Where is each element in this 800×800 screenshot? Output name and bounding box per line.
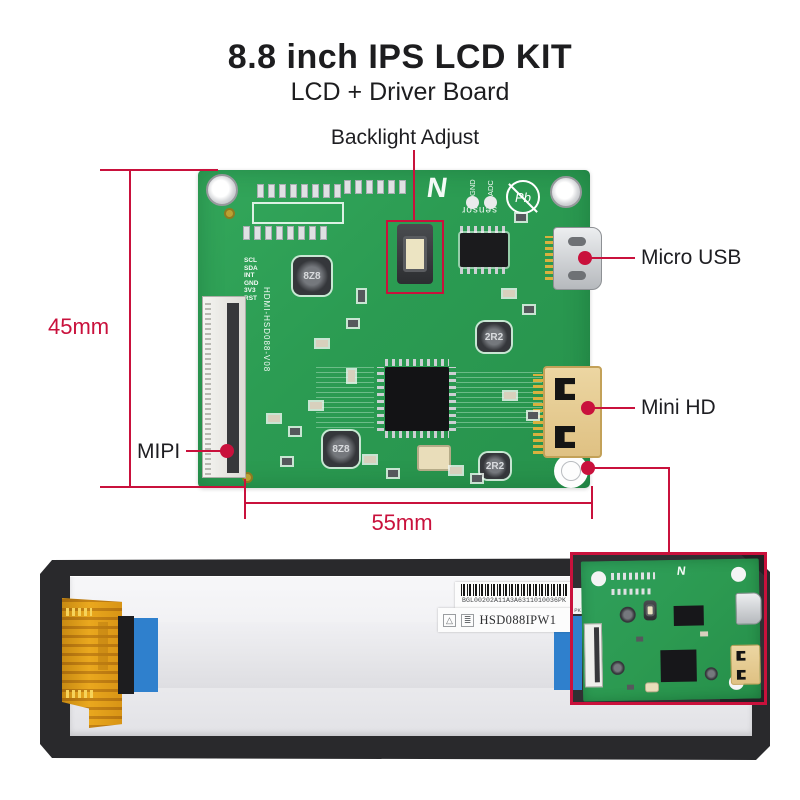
solder-pads bbox=[344, 180, 406, 194]
ribbon-cable-end bbox=[554, 620, 572, 690]
backlight-button bbox=[397, 224, 433, 284]
smd-component bbox=[358, 290, 365, 302]
dimension-line bbox=[100, 169, 218, 171]
smd-component bbox=[504, 392, 516, 399]
model-label: △ ≣ HSD088IPW1 bbox=[438, 608, 572, 632]
dimension-line bbox=[244, 479, 246, 519]
smd-component bbox=[450, 467, 462, 474]
mini-hd-label: Mini HD bbox=[641, 396, 716, 419]
inductor: 2R2 bbox=[480, 453, 510, 479]
inductor: 2R2 bbox=[477, 322, 511, 352]
spec-lines-icon: ≣ bbox=[460, 613, 475, 627]
driver-board: N sensor GND ADC Pb SCL SDA INT GND 3V3 … bbox=[198, 170, 602, 488]
smd-component bbox=[516, 214, 526, 221]
callout-line bbox=[588, 467, 670, 469]
test-pad bbox=[484, 196, 497, 209]
callout-line bbox=[585, 257, 635, 259]
smd-component bbox=[290, 428, 300, 435]
width-dimension-label: 55mm bbox=[371, 510, 433, 535]
page-subtitle: LCD + Driver Board bbox=[290, 78, 510, 106]
inset-photo: PK N bbox=[570, 552, 767, 705]
model-number: HSD088IPW1 bbox=[479, 612, 557, 627]
flex-connector bbox=[118, 616, 134, 694]
board-model-silkscreen: HDMI-HSD088-V08 bbox=[262, 287, 271, 373]
brand-logo: N bbox=[424, 172, 450, 203]
backlight-callout-line bbox=[413, 150, 415, 220]
gnd-silkscreen: GND bbox=[468, 179, 477, 196]
callout-line bbox=[186, 450, 224, 452]
smd-component bbox=[472, 475, 482, 482]
ribbon-cable bbox=[158, 622, 554, 688]
test-pad bbox=[466, 196, 479, 209]
smd-component bbox=[268, 415, 280, 422]
smd-component bbox=[282, 458, 292, 465]
dimension-line bbox=[129, 169, 131, 488]
smd-component bbox=[503, 290, 515, 297]
backlight-adjust-label: Backlight Adjust bbox=[330, 126, 480, 149]
inductor: 8Z8 bbox=[293, 257, 331, 295]
smd-component bbox=[316, 340, 328, 347]
smd-component bbox=[348, 320, 358, 327]
smd-component bbox=[388, 470, 398, 477]
mipi-label: MIPI bbox=[137, 440, 181, 463]
warning-triangle-icon: △ bbox=[443, 613, 456, 627]
inset-callout-box bbox=[570, 552, 767, 705]
crystal-oscillator bbox=[417, 445, 451, 471]
barcode-label: BGL00202A11A3A6311010036PK bbox=[455, 582, 573, 608]
smd-component bbox=[364, 456, 376, 463]
pcb-traces bbox=[456, 368, 542, 428]
dimension-line bbox=[591, 486, 593, 519]
smd-component bbox=[528, 412, 538, 419]
micro-usb-label: Micro USB bbox=[641, 246, 742, 269]
via-hole bbox=[224, 208, 235, 219]
flex-stiffener bbox=[134, 618, 158, 692]
page-title: 8.8 inch IPS LCD KIT bbox=[227, 38, 573, 76]
barcode-icon bbox=[461, 584, 567, 596]
height-dimension-label: 45mm bbox=[48, 314, 110, 339]
dimension-line bbox=[100, 486, 246, 488]
pb-free-icon: Pb bbox=[506, 180, 540, 214]
smd-component bbox=[348, 370, 355, 382]
solder-pads bbox=[257, 184, 341, 198]
silkscreen-outline bbox=[252, 202, 344, 224]
inductor: 8Z8 bbox=[323, 431, 359, 467]
mounting-hole bbox=[206, 174, 238, 206]
smd-component bbox=[310, 402, 322, 409]
inset-ribbon-end bbox=[570, 616, 582, 690]
solder-pads bbox=[243, 226, 327, 240]
adc-silkscreen: ADC bbox=[486, 180, 495, 196]
callout-line bbox=[588, 407, 635, 409]
backlight-callout-box bbox=[386, 220, 444, 294]
callout-line bbox=[668, 467, 670, 554]
dimension-line bbox=[244, 502, 593, 504]
smd-component bbox=[524, 306, 534, 313]
pin-labels: SCL SDA INT GND 3V3 RST bbox=[244, 257, 259, 302]
pcb-traces bbox=[316, 366, 374, 428]
callout-dot bbox=[220, 444, 234, 458]
mounting-hole bbox=[550, 176, 582, 208]
barcode-text: BGL00202A11A3A6311010036PK bbox=[461, 597, 567, 604]
